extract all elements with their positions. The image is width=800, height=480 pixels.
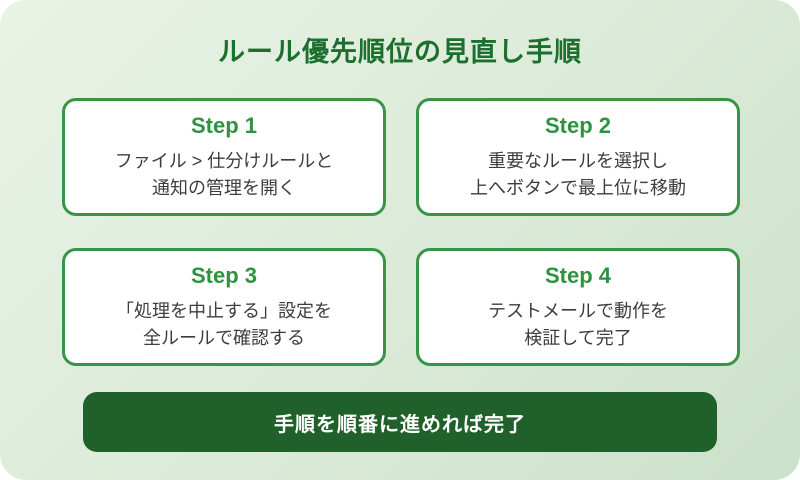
step-label: Step 3: [190, 262, 258, 288]
step-label: Step 4: [544, 262, 612, 288]
steps-grid: Step 1 ファイル > 仕分けルールと 通知の管理を開く Step 2 重要…: [62, 98, 740, 366]
step-label: Step 2: [544, 112, 612, 138]
step-description-line: テストメールで動作を: [488, 300, 668, 321]
step-description-line: 重要なルールを選択し: [488, 150, 668, 171]
step-description: ファイル > 仕分けルールと 通知の管理を開く: [115, 148, 334, 202]
step-description: 「処理を中止する」設定を 全ルールで確認する: [116, 298, 332, 352]
completion-banner: 手順を順番に進めれば完了: [83, 392, 717, 452]
completion-banner-label: 手順を順番に進めれば完了: [274, 413, 526, 436]
step-description: テストメールで動作を 検証して完了: [488, 298, 668, 352]
step-description-line: ファイル > 仕分けルールと: [114, 150, 334, 171]
step-card-2: Step 2 重要なルールを選択し 上へボタンで最上位に移動: [416, 98, 740, 216]
step-card-3: Step 3 「処理を中止する」設定を 全ルールで確認する: [62, 248, 386, 366]
step-description-line: 全ルールで確認する: [143, 327, 305, 348]
step-description-line: 「処理を中止する」設定を: [116, 300, 332, 321]
step-description-line: 通知の管理を開く: [151, 177, 296, 198]
step-description: 重要なルールを選択し 上へボタンで最上位に移動: [470, 148, 686, 202]
step-label: Step 1: [190, 112, 258, 138]
page-title: ルール優先順位の見直し手順: [218, 37, 582, 67]
step-card-4: Step 4 テストメールで動作を 検証して完了: [416, 248, 740, 366]
step-description-line: 上へボタンで最上位に移動: [470, 177, 686, 198]
step-description-line: 検証して完了: [524, 327, 632, 348]
step-card-1: Step 1 ファイル > 仕分けルールと 通知の管理を開く: [62, 98, 386, 216]
